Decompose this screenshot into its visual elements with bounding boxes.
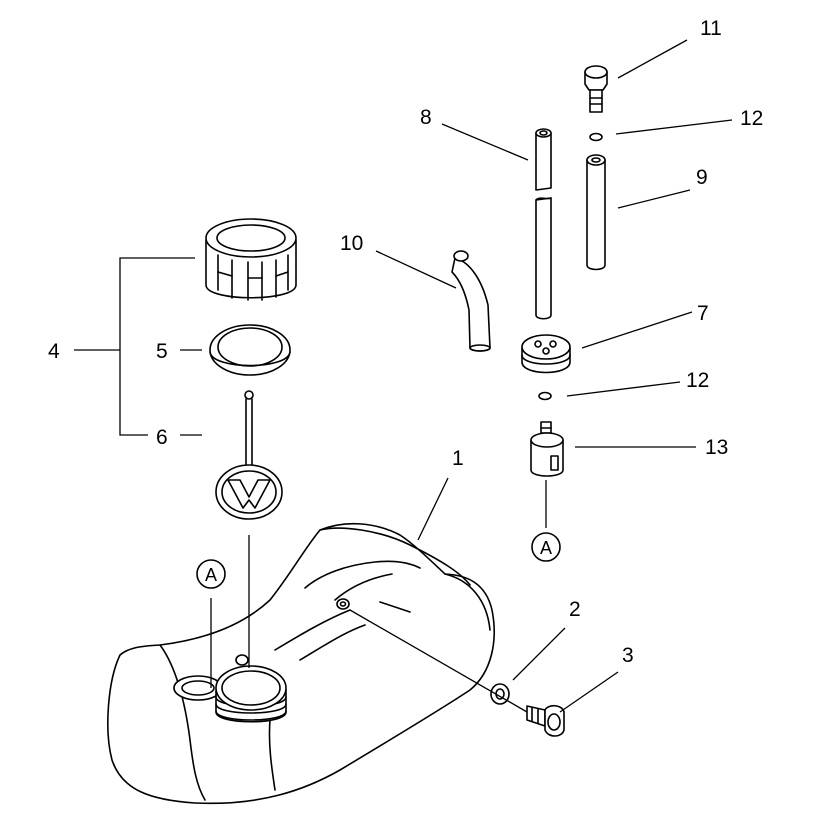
fuel-tank [107,522,495,805]
fuel-return-fitting [584,65,608,113]
cap-assembly-bracket [74,257,202,436]
callout-1: 1 [452,447,464,470]
callout-8: 8 [420,106,432,129]
fuel-tube-short [586,154,606,271]
fuel-filter [530,421,564,477]
o-ring-upper [589,132,603,142]
connector-a-bottom: A [531,532,561,562]
callout-10: 10 [340,232,363,255]
callout-7: 7 [697,302,709,325]
callout-4: 4 [48,340,60,363]
callout-11: 11 [700,17,722,40]
fuel-hose-bent [451,250,491,352]
connector-a-bottom-label: A [540,538,552,558]
grommet [521,334,571,374]
callout-12-lower: 12 [686,369,709,392]
callout-2: 2 [569,598,581,621]
callout-3: 3 [622,644,634,667]
connector-a-top-label: A [205,565,217,585]
washer [490,683,510,705]
callout-5: 5 [156,340,168,363]
callout-12-upper: 12 [740,107,763,130]
fuel-strainer [215,390,283,520]
leader-lines [375,39,733,713]
callout-9: 9 [696,166,708,189]
drain-axis-line [349,609,528,713]
callout-13: 13 [705,436,728,459]
cap-gasket [209,324,291,376]
drain-bolt [526,704,565,737]
fuel-tube-long [535,128,552,320]
callout-6: 6 [156,426,168,449]
connector-a-top: A [196,559,226,589]
fuel-cap [205,218,297,301]
o-ring-lower [538,391,552,401]
